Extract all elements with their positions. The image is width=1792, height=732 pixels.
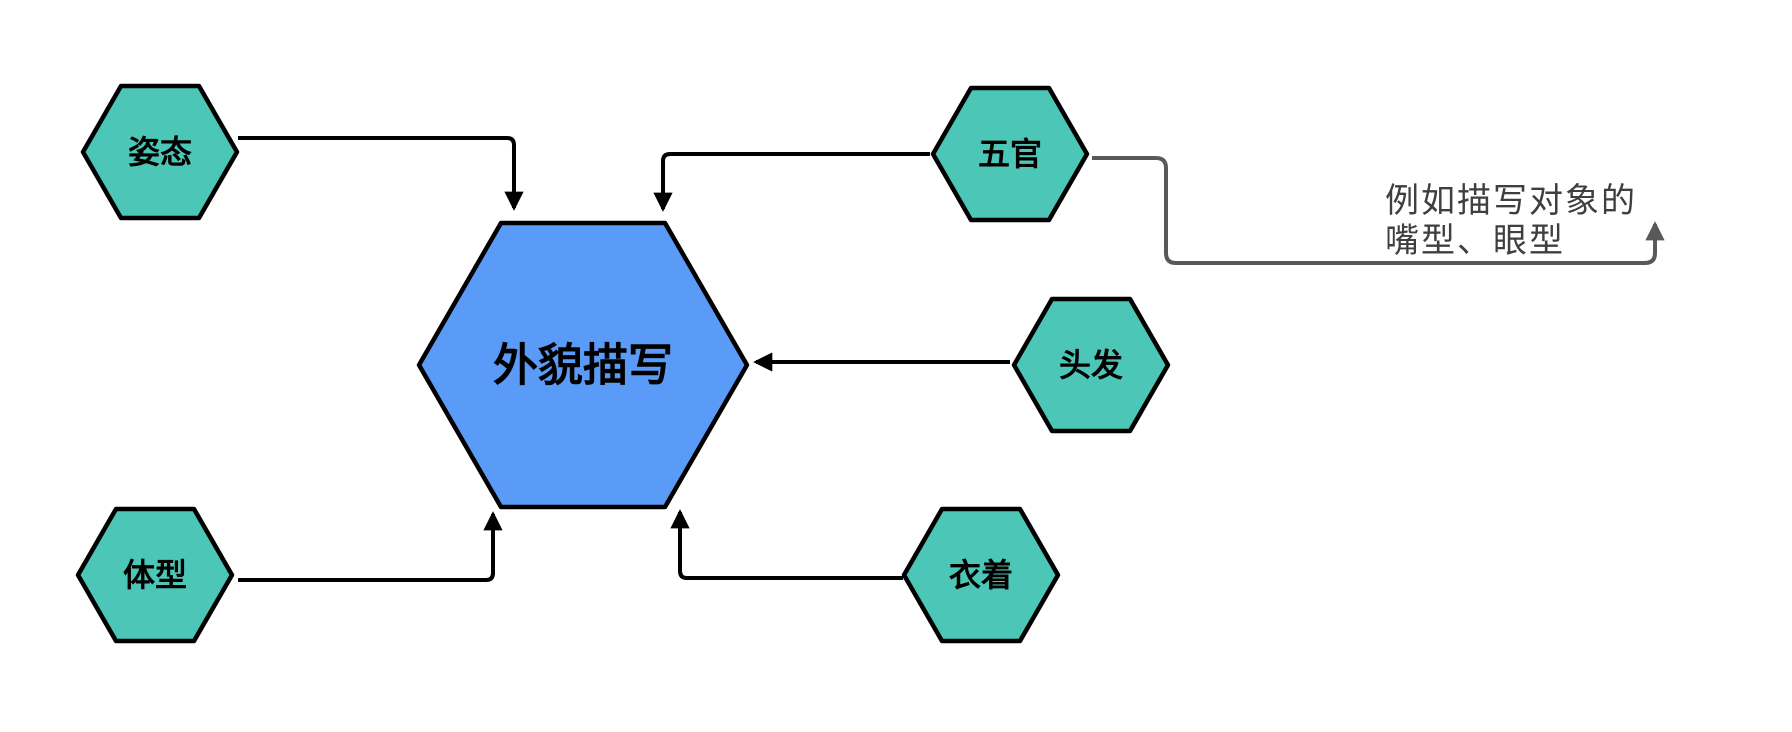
node-hair-hexagon[interactable]	[1011, 296, 1171, 434]
node-clothing-label: 衣着	[949, 557, 1013, 593]
node-hair[interactable]: 头发	[1011, 296, 1171, 434]
connector-posture-to-center	[238, 136, 524, 211]
node-center-label: 外貌描写	[493, 340, 673, 391]
node-body-type-hexagon[interactable]	[75, 506, 235, 644]
node-body-type-label: 体型	[123, 557, 187, 593]
node-center[interactable]: 外貌描写	[416, 220, 750, 510]
node-posture[interactable]: 姿态	[80, 83, 240, 221]
node-hair-label: 头发	[1059, 347, 1123, 383]
node-center-hexagon[interactable]	[416, 220, 750, 510]
node-posture-hexagon[interactable]	[80, 83, 240, 221]
node-body-type[interactable]: 体型	[75, 506, 235, 644]
connector-facial-features-to-center	[653, 152, 930, 212]
node-posture-label: 姿态	[128, 134, 192, 170]
connector-clothing-to-center	[670, 509, 903, 580]
node-facial-features[interactable]: 五官	[930, 85, 1090, 223]
annotation-line-1: 例如描写对象的	[1385, 182, 1637, 220]
node-facial-features-label: 五官	[978, 136, 1042, 172]
connector-facial-features-to-annotation	[1092, 156, 1665, 265]
node-facial-features-hexagon[interactable]	[930, 85, 1090, 223]
connector-body-type-to-center	[238, 511, 503, 582]
annotation: 例如描写对象的 嘴型、眼型	[1385, 182, 1637, 260]
node-clothing-hexagon[interactable]	[901, 506, 1061, 644]
annotation-line-2: 嘴型、眼型	[1385, 222, 1565, 260]
node-clothing[interactable]: 衣着	[901, 506, 1061, 644]
